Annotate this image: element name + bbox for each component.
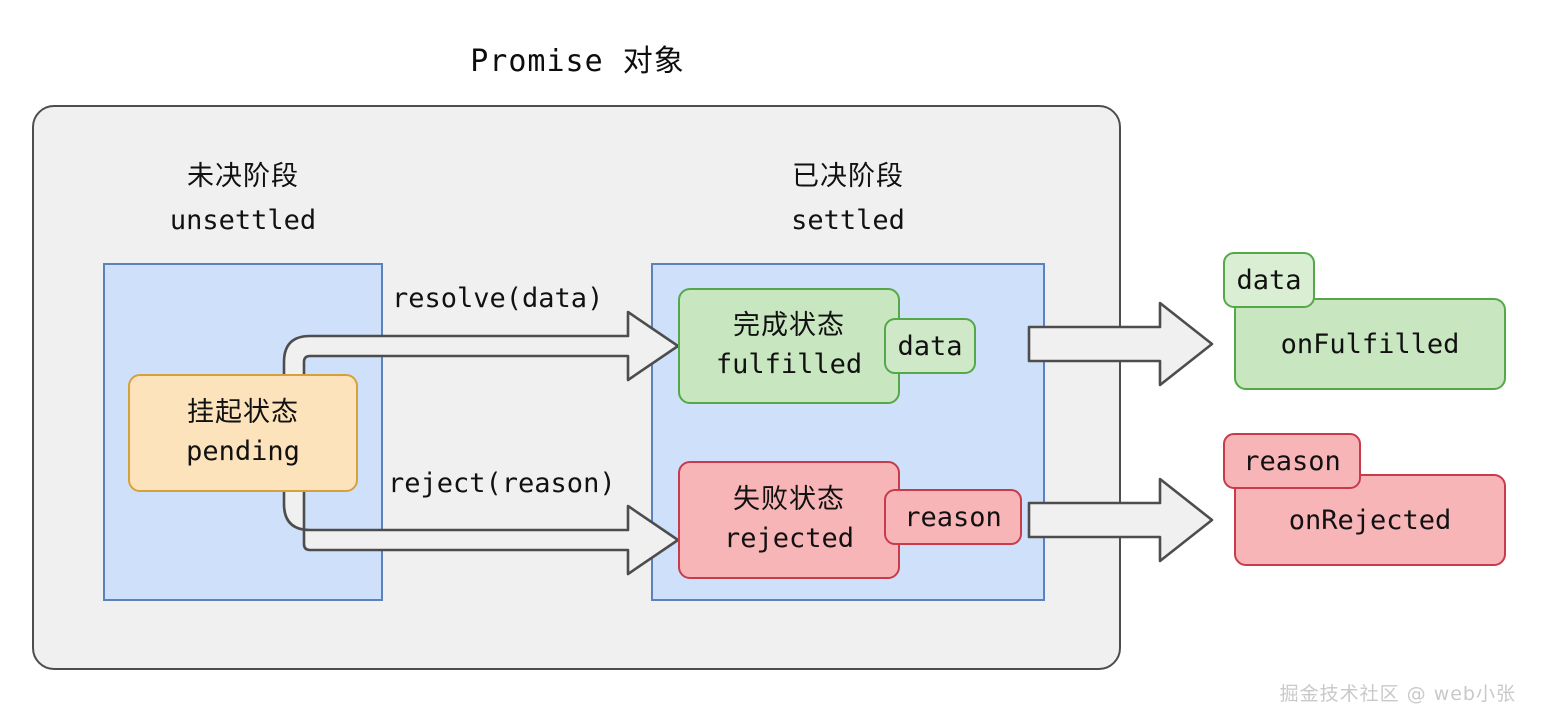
state-rejected[interactable]: 失败状态 rejected: [678, 461, 900, 579]
watermark: 掘金技术社区 @ web小张: [1279, 683, 1516, 705]
badge-reason-onrejected: reason: [1223, 433, 1361, 489]
unsettled-label-en: unsettled: [169, 205, 317, 237]
pending-label-cn: 挂起状态: [187, 397, 299, 429]
handler-onrejected[interactable]: onRejected: [1234, 474, 1506, 566]
badge-reason-rejected: reason: [884, 489, 1022, 545]
state-fulfilled[interactable]: 完成状态 fulfilled: [678, 288, 900, 404]
handler-onfulfilled[interactable]: onFulfilled: [1234, 298, 1506, 390]
settled-label-en: settled: [791, 205, 905, 237]
fulfilled-label-en: fulfilled: [715, 349, 863, 381]
rejected-label-cn: 失败状态: [733, 484, 845, 516]
page-title: Promise 对象: [470, 44, 685, 79]
state-pending[interactable]: 挂起状态 pending: [128, 374, 358, 492]
reject-label: reject(reason): [388, 468, 616, 499]
pending-label-en: pending: [186, 436, 300, 468]
fulfilled-label-cn: 完成状态: [733, 310, 845, 342]
rejected-label-en: rejected: [723, 523, 855, 555]
badge-data-onfulfilled: data: [1223, 252, 1315, 308]
unsettled-label-cn: 未决阶段: [187, 161, 299, 192]
settled-phase-label: 已决阶段 settled: [651, 158, 1045, 240]
unsettled-phase-label: 未决阶段 unsettled: [103, 158, 383, 240]
settled-label-cn: 已决阶段: [792, 161, 904, 192]
resolve-label: resolve(data): [392, 283, 604, 314]
badge-data-fulfilled: data: [884, 318, 976, 374]
